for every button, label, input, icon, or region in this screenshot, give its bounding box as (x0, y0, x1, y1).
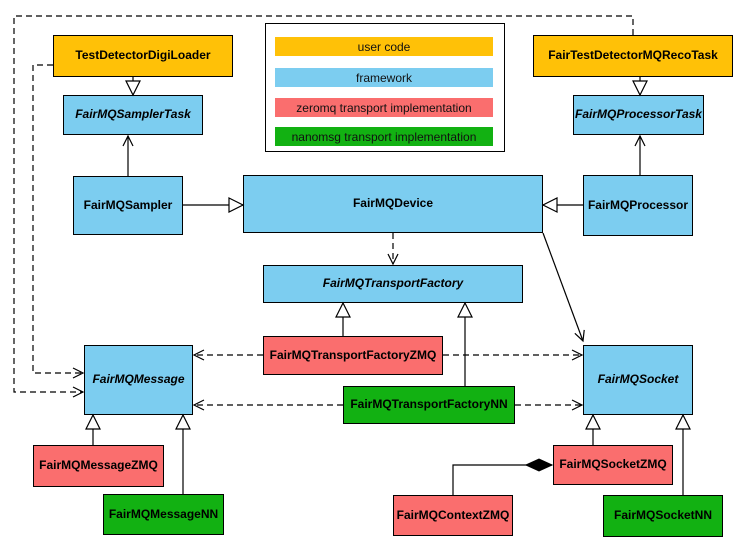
class-fairmqsampler: FairMQSampler (73, 176, 183, 235)
class-fairmqtransportfactory: FairMQTransportFactory (263, 265, 523, 303)
legend-item-nanomsg: nanomsg transport implementation (275, 127, 493, 146)
edge-socketzmq-composes-contextzmq (452, 465, 552, 495)
class-fairmqmessagezmq: FairMQMessageZMQ (33, 445, 164, 487)
class-fairmqtransportfactoryzmq: FairMQTransportFactoryZMQ (263, 336, 443, 375)
legend-box: user code framework zeromq transport imp… (265, 23, 505, 152)
class-fairmqmessagenn: FairMQMessageNN (103, 494, 224, 535)
class-fairmqdevice: FairMQDevice (243, 175, 543, 233)
class-fairmqtransportfactorynn: FairMQTransportFactoryNN (343, 386, 515, 424)
class-testdetectordigiloader: TestDetectorDigiLoader (53, 35, 233, 77)
class-fairmqprocessortask: FairMQProcessorTask (573, 95, 704, 135)
class-fairtestdetectormqrecotask: FairTestDetectorMQRecoTask (533, 35, 733, 77)
class-fairmqmessage: FairMQMessage (84, 345, 193, 415)
class-fairmqsamplertask: FairMQSamplerTask (63, 95, 203, 135)
class-fairmqsocket: FairMQSocket (583, 345, 693, 415)
class-fairmqsocketzmq: FairMQSocketZMQ (553, 445, 673, 485)
edge-device-uses-socket (542, 232, 585, 343)
class-fairmqsocketnn: FairMQSocketNN (603, 495, 723, 537)
legend-item-zeromq: zeromq transport implementation (275, 98, 493, 117)
class-fairmqprocessor: FairMQProcessor (583, 175, 693, 236)
class-fairmqcontextzmq: FairMQContextZMQ (393, 495, 513, 536)
legend-item-user-code: user code (275, 37, 493, 56)
legend-item-framework: framework (275, 68, 493, 87)
